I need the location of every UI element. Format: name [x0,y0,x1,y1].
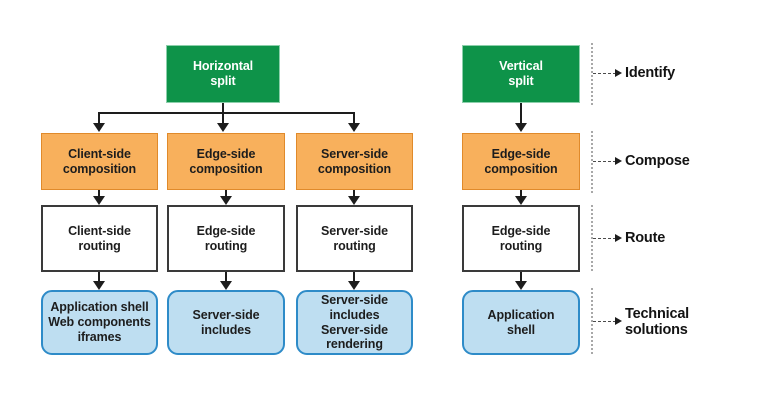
arrowhead-root-to-comp-right [515,123,527,132]
connector-comp-to-route-1 [98,190,100,198]
node-server-side-routing[interactable]: Server-side routing [296,205,413,272]
stage-dash-technical-solutions [593,321,616,322]
node-client-side-composition[interactable]: Client-side composition [41,133,158,190]
node-vertical-split[interactable]: Vertical split [462,45,580,103]
node-edge-side-composition[interactable]: Edge-side composition [167,133,285,190]
arrowhead-comp-to-route-2 [220,196,232,205]
stage-arrow-identify [615,69,622,77]
connector-route-to-solution-right [520,272,522,283]
connector-route-to-solution-3 [353,272,355,283]
arrowhead-comp-to-route-3 [348,196,360,205]
stage-dash-route [593,238,616,239]
connector-branch-bar-left [99,112,355,114]
node-vertical-edge-side-routing[interactable]: Edge-side routing [462,205,580,272]
arrowhead-branch-3 [348,123,360,132]
stage-guide-route [591,205,593,271]
connector-root-to-comp-right [520,103,522,125]
connector-branch-drop-1 [98,112,100,125]
connector-comp-to-route-3 [353,190,355,198]
node-solution-application-shell-web-components-iframes[interactable]: Application shell Web components iframes [41,290,158,355]
arrowhead-route-to-solution-right [515,281,527,290]
connector-route-to-solution-1 [98,272,100,283]
connector-route-to-solution-2 [225,272,227,283]
arrowhead-comp-to-route-1 [93,196,105,205]
stage-label-identify: Identify [625,65,675,81]
arrowhead-route-to-solution-2 [220,281,232,290]
connector-root-stem-left [222,103,224,114]
arrowhead-branch-1 [93,123,105,132]
stage-guide-compose [591,131,593,193]
node-vertical-solution-application-shell[interactable]: Application shell [462,290,580,355]
stage-label-technical-solutions: Technical solutions [625,306,690,339]
node-client-side-routing[interactable]: Client-side routing [41,205,158,272]
node-solution-server-side-includes[interactable]: Server-side includes [167,290,285,355]
stage-dash-compose [593,161,616,162]
node-vertical-edge-side-composition[interactable]: Edge-side composition [462,133,580,190]
stage-arrow-technical-solutions [615,317,622,325]
node-horizontal-split[interactable]: Horizontal split [166,45,280,103]
connector-branch-drop-3 [353,112,355,125]
arrowhead-route-to-solution-3 [348,281,360,290]
stage-dash-identify [593,73,616,74]
arrowhead-branch-2 [217,123,229,132]
connector-branch-drop-2 [222,112,224,125]
stage-label-compose: Compose [625,153,690,169]
stage-arrow-route [615,234,622,242]
stage-guide-technical-solutions [591,288,593,354]
connector-comp-to-route-right [520,190,522,198]
arrowhead-route-to-solution-1 [93,281,105,290]
stage-guide-identify [591,43,593,105]
node-edge-side-routing[interactable]: Edge-side routing [167,205,285,272]
node-server-side-composition[interactable]: Server-side composition [296,133,413,190]
connector-comp-to-route-2 [225,190,227,198]
stage-arrow-compose [615,157,622,165]
stage-label-route: Route [625,230,666,246]
node-solution-server-side-includes-rendering[interactable]: Server-side includes Server-side renderi… [296,290,413,355]
arrowhead-comp-to-route-right [515,196,527,205]
